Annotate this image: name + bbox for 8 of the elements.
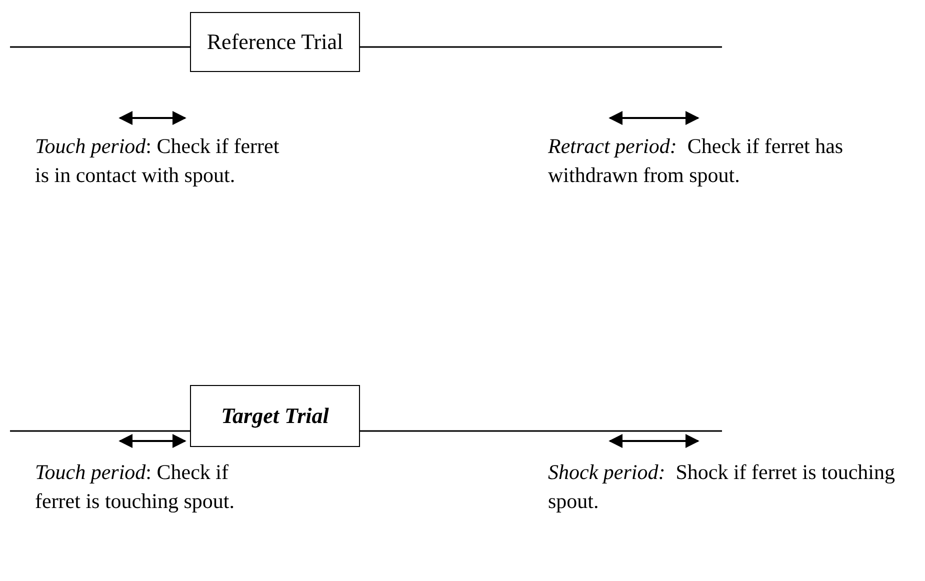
trial-title: Reference Trial: [206, 29, 344, 55]
trial-title: Target Trial: [221, 403, 329, 429]
trial-box: [190, 12, 360, 72]
trial-box: [190, 385, 360, 447]
period-description: Touch period: Check if ferret is touching spout.: [35, 459, 236, 515]
period-description: Retract period: Check if ferret has withdrawn from spout.: [548, 133, 844, 189]
period-description: Shock period: Shock if ferret is touching spout.: [548, 459, 896, 515]
period-description: Touch period: Check if ferret is in contact with spout.: [35, 133, 280, 189]
